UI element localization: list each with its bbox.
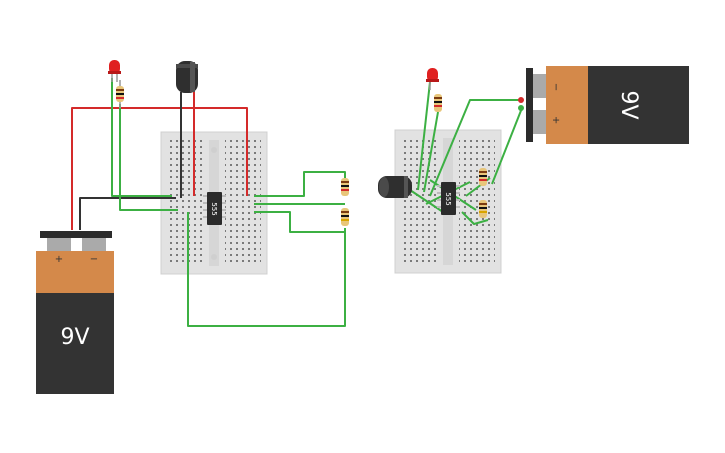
wire-green-resistor <box>119 104 178 211</box>
led-left[interactable] <box>108 60 121 82</box>
wire-green-battery-2 <box>491 107 523 185</box>
wire-green-r-right <box>423 111 439 193</box>
wires-left[interactable] <box>71 78 346 327</box>
battery-plus-left: + <box>55 254 63 265</box>
resistor-led-left[interactable] <box>116 80 124 108</box>
battery-voltage-right: 9V <box>616 90 641 119</box>
led-right[interactable] <box>426 68 439 90</box>
wire-green-r1 <box>254 171 346 197</box>
battery-minus-right: − <box>550 83 561 91</box>
chip-555-right[interactable]: 555 <box>437 182 460 215</box>
chip-555-left[interactable]: 555 <box>203 192 226 225</box>
resistor-right-1[interactable] <box>479 168 487 186</box>
resistor-left-2[interactable] <box>341 208 349 226</box>
wire-green-loop <box>187 212 346 327</box>
resistor-right-2[interactable] <box>479 200 487 218</box>
resistor-left-1[interactable] <box>341 178 349 196</box>
chip-label-right: 555 <box>444 192 452 205</box>
battery-voltage-left: 9V <box>60 325 89 350</box>
wire-black-ground <box>79 197 176 230</box>
resistor-led-right[interactable] <box>434 94 442 112</box>
chip-label-left: 555 <box>210 202 218 215</box>
wire-green-led-right <box>417 81 431 191</box>
battery-9v-left[interactable]: + − 9V <box>36 231 114 394</box>
wire-green-r3 <box>254 211 345 233</box>
wire-green-battery-right <box>429 99 522 197</box>
wire-green-led <box>111 78 172 197</box>
capacitor-left[interactable] <box>176 61 198 93</box>
capacitor-right[interactable] <box>378 176 412 198</box>
wire-green-x5 <box>409 189 447 215</box>
wire-green-x4 <box>461 211 489 225</box>
battery-9v-right[interactable]: − + 9V <box>518 66 689 144</box>
battery-minus-left: − <box>90 254 98 265</box>
battery-plus-right: + <box>550 116 561 124</box>
wire-red-power <box>71 107 248 230</box>
